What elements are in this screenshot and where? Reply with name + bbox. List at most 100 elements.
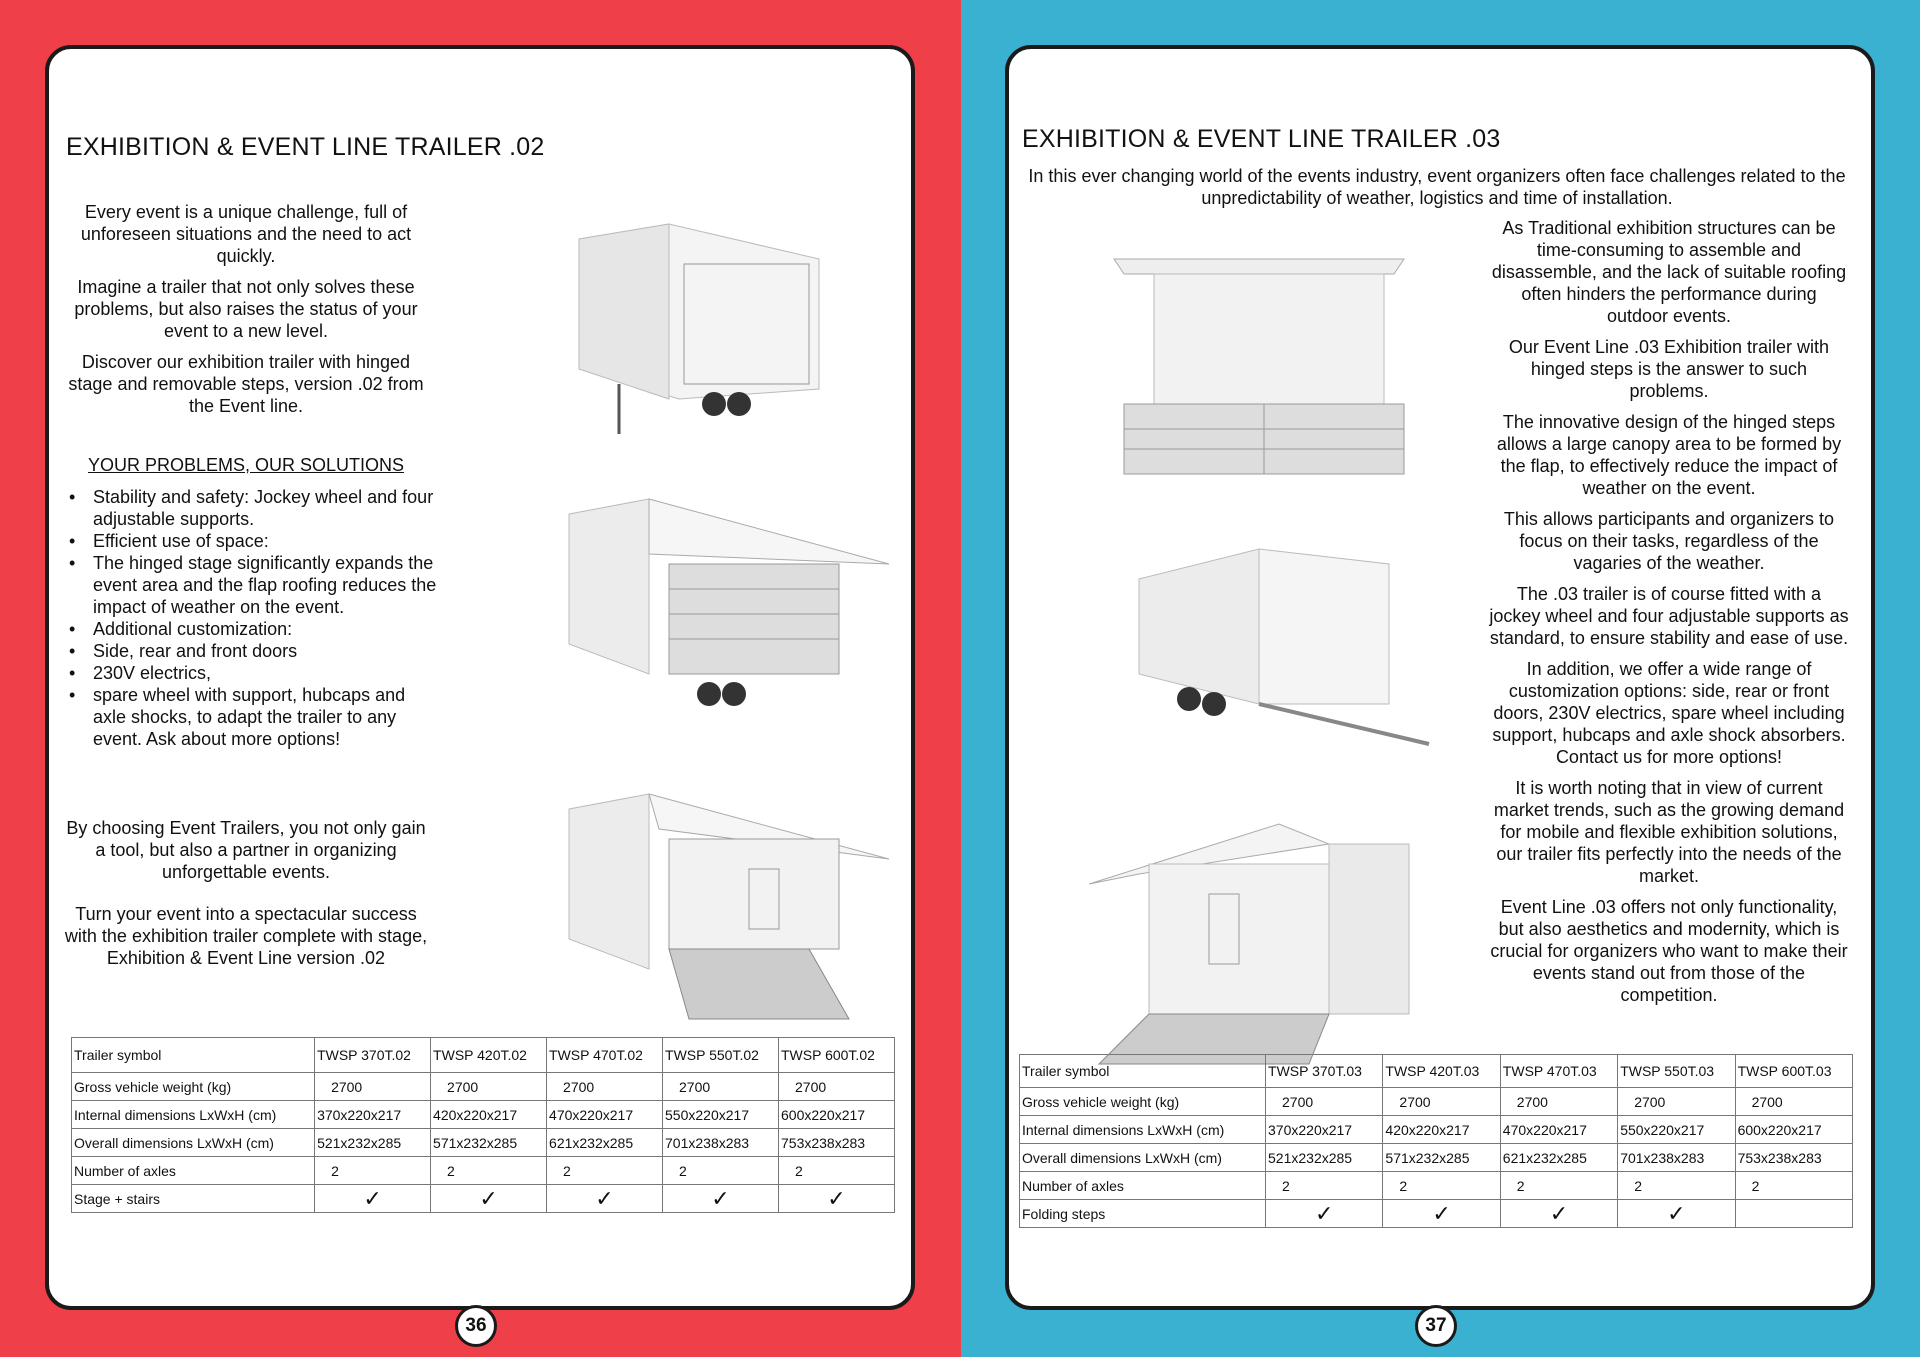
cell: TWSP 370T.03 xyxy=(1265,1054,1384,1088)
cell: 521x232x285 xyxy=(314,1128,432,1157)
cell: 701x238x283 xyxy=(1617,1143,1736,1172)
cell: Trailer symbol xyxy=(1018,1054,1267,1088)
check-icon: ✓ xyxy=(662,1184,779,1213)
cell: Overall dimensions LxWxH (cm) xyxy=(70,1128,316,1157)
cell: 2 xyxy=(430,1156,548,1185)
cell: TWSP 600T.02 xyxy=(778,1037,895,1073)
cell: 2700 xyxy=(778,1072,895,1101)
trailer-canopy-steps-image xyxy=(1088,823,1410,1065)
cell: Number of axles xyxy=(1018,1171,1267,1200)
cell: 753x238x283 xyxy=(1734,1143,1854,1172)
paragraph: Every event is a unique challenge, full … xyxy=(80,202,412,266)
paragraph: Imagine a trailer that not only solves t… xyxy=(74,277,418,341)
cell: Internal dimensions LxWxH (cm) xyxy=(1018,1115,1267,1144)
paragraph: It is worth noting that in view of curre… xyxy=(1493,778,1845,886)
paragraph: The innovative design of the hinged step… xyxy=(1496,412,1842,498)
cell: 2700 xyxy=(662,1072,779,1101)
list-item: 230V electrics, xyxy=(61,662,441,684)
cell: 701x238x283 xyxy=(662,1128,779,1157)
cell: 2 xyxy=(314,1156,432,1185)
cell: TWSP 370T.02 xyxy=(314,1037,432,1073)
cell: 470x220x217 xyxy=(1499,1115,1619,1144)
cell: Internal dimensions LxWxH (cm) xyxy=(70,1100,316,1129)
cell: 2700 xyxy=(546,1072,664,1101)
paragraph: By choosing Event Trailers, you not only… xyxy=(66,818,426,882)
page-number: 37 xyxy=(1415,1305,1457,1347)
page-title: EXHIBITION & EVENT LINE TRAILER .03 xyxy=(1022,125,1501,153)
list-item: Efficient use of space: xyxy=(61,530,441,552)
cell: Trailer symbol xyxy=(70,1037,316,1073)
cell: 550x220x217 xyxy=(662,1100,779,1129)
check-icon: ✓ xyxy=(778,1184,895,1213)
cell: 600x220x217 xyxy=(778,1100,895,1129)
cell: Gross vehicle weight (kg) xyxy=(70,1072,316,1101)
cell: TWSP 470T.02 xyxy=(546,1037,664,1073)
trailer-front-open-image xyxy=(1113,258,1405,475)
page-37: EXHIBITION & EVENT LINE TRAILER .03 In t… xyxy=(1005,45,1875,1310)
cell xyxy=(1734,1199,1854,1228)
cell: 2 xyxy=(1499,1171,1619,1200)
page-36: EXHIBITION & EVENT LINE TRAILER .02 Ever… xyxy=(45,45,915,1310)
cell: 2 xyxy=(662,1156,779,1185)
check-icon: ✓ xyxy=(430,1184,548,1213)
trailer-closed-image xyxy=(578,223,820,434)
check-icon: ✓ xyxy=(1617,1199,1736,1228)
trailer-stage-stairs-image xyxy=(568,793,890,1020)
cell: TWSP 420T.03 xyxy=(1382,1054,1501,1088)
cell: 571x232x285 xyxy=(1382,1143,1501,1172)
check-icon: ✓ xyxy=(1382,1199,1501,1228)
cell: TWSP 420T.02 xyxy=(430,1037,548,1073)
cell: 600x220x217 xyxy=(1734,1115,1854,1144)
cell: 420x220x217 xyxy=(430,1100,548,1129)
cell: 2 xyxy=(1617,1171,1736,1200)
body-text: As Traditional exhibition structures can… xyxy=(1489,217,1849,1015)
cell: 370x220x217 xyxy=(314,1100,432,1129)
cell: 621x232x285 xyxy=(546,1128,664,1157)
cell: 521x232x285 xyxy=(1265,1143,1384,1172)
trailer-stage-open-image xyxy=(568,498,890,706)
list-item: Side, rear and front doors xyxy=(61,640,441,662)
paragraph: This allows participants and organizers … xyxy=(1503,509,1835,573)
paragraph: In addition, we offer a wide range of cu… xyxy=(1492,659,1846,767)
cell: 2700 xyxy=(314,1072,432,1101)
cell: TWSP 550T.02 xyxy=(662,1037,779,1073)
intro-text: In this ever changing world of the event… xyxy=(1028,166,1846,208)
check-icon: ✓ xyxy=(546,1184,664,1213)
cell: 2700 xyxy=(1499,1087,1619,1116)
cell: TWSP 600T.03 xyxy=(1734,1054,1854,1088)
intro-text: Every event is a unique challenge, full … xyxy=(61,201,431,426)
paragraph: Our Event Line .03 Exhibition trailer wi… xyxy=(1508,337,1830,401)
cell: 2700 xyxy=(1617,1087,1736,1116)
cell: 2700 xyxy=(1382,1087,1501,1116)
check-icon: ✓ xyxy=(314,1184,432,1213)
cell: TWSP 550T.03 xyxy=(1617,1054,1736,1088)
closing-text: By choosing Event Trailers, you not only… xyxy=(61,817,431,978)
cell: 2700 xyxy=(430,1072,548,1101)
cell: 2 xyxy=(546,1156,664,1185)
list-item: spare wheel with support, hubcaps and ax… xyxy=(61,684,441,750)
cell: 550x220x217 xyxy=(1617,1115,1736,1144)
cell: 2700 xyxy=(1265,1087,1384,1116)
cell: 753x238x283 xyxy=(778,1128,895,1157)
cell: 2 xyxy=(1265,1171,1384,1200)
cell: 470x220x217 xyxy=(546,1100,664,1129)
subheading: YOUR PROBLEMS, OUR SOLUTIONS xyxy=(87,455,405,475)
check-icon: ✓ xyxy=(1499,1199,1619,1228)
paragraph: As Traditional exhibition structures can… xyxy=(1491,218,1847,326)
cell: 420x220x217 xyxy=(1382,1115,1501,1144)
paragraph: The .03 trailer is of course fitted with… xyxy=(1489,584,1849,648)
page-number: 36 xyxy=(455,1305,497,1347)
cell: TWSP 470T.03 xyxy=(1499,1054,1619,1088)
cell: 2 xyxy=(1734,1171,1854,1200)
cell: Overall dimensions LxWxH (cm) xyxy=(1018,1143,1267,1172)
cell: 621x232x285 xyxy=(1499,1143,1619,1172)
list-item: Stability and safety: Jockey wheel and f… xyxy=(61,486,441,530)
cell: 2 xyxy=(1382,1171,1501,1200)
check-icon: ✓ xyxy=(1265,1199,1384,1228)
solutions-list: Stability and safety: Jockey wheel and f… xyxy=(61,486,441,750)
paragraph: Discover our exhibition trailer with hin… xyxy=(68,352,424,416)
cell: Gross vehicle weight (kg) xyxy=(1018,1087,1267,1116)
cell: 2 xyxy=(778,1156,895,1185)
list-item: The hinged stage significantly expands t… xyxy=(61,552,441,618)
